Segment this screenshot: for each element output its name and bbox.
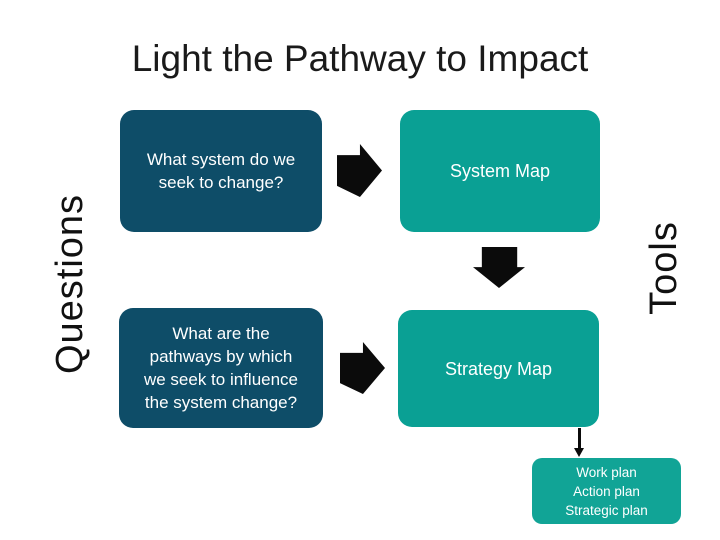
question-box-system-text: What system do we seek to change? (146, 150, 296, 192)
plans-box: Work plan Action plan Strategic plan (532, 458, 681, 524)
tool-box-system-map-label: System Map (449, 161, 551, 181)
tool-box-system-map: System Map (400, 110, 600, 232)
tool-box-strategy-map-label: Strategy Map (444, 358, 553, 379)
right-arrow-icon (337, 144, 382, 197)
tool-box-strategy-map: Strategy Map (398, 310, 599, 427)
question-box-pathways: What are the pathways by which we seek t… (119, 308, 323, 428)
questions-axis-label: Questions (49, 193, 91, 375)
tools-axis-label: Tools (643, 221, 685, 315)
slide-title: Light the Pathway to Impact (131, 38, 589, 79)
down-arrow-icon (473, 247, 525, 288)
connector-arrowhead-icon (574, 448, 584, 457)
plans-box-text: Work plan Action plan Strategic plan (565, 464, 648, 518)
question-box-system: What system do we seek to change? (120, 110, 322, 232)
question-box-pathways-text: What are the pathways by which we seek t… (143, 324, 299, 412)
right-arrow-icon (340, 342, 385, 394)
connector-arrow-icon (578, 428, 581, 449)
